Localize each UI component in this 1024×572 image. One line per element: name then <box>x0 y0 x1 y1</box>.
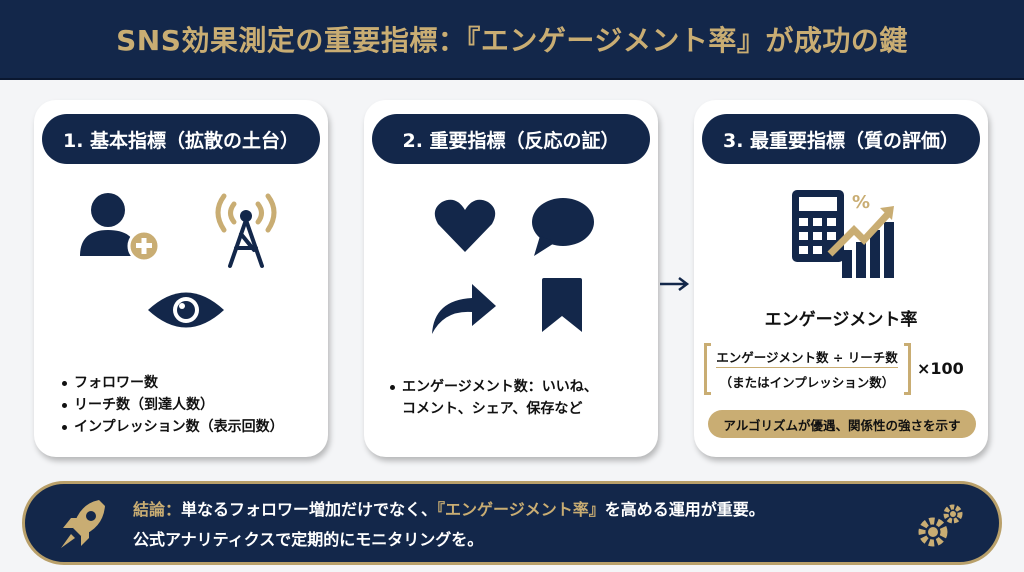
list-item: リーチ数（到達人数） <box>60 394 284 416</box>
card-title: 2. 重要指標（反応の証） <box>372 114 650 164</box>
calculator-growth-icon: % <box>792 190 894 278</box>
card-basic-metrics: 1. 基本指標（拡散の土台） フォロワー数 リーチ数（到達人数） インプレッショ… <box>34 100 328 457</box>
conclusion-label: 結論 <box>133 500 166 519</box>
list-item: インプレッション数（表示回数） <box>60 416 284 438</box>
formula-denominator: （またはインプレッション数） <box>719 375 895 390</box>
engagement-rate-title: エンゲージメント率 <box>764 310 918 330</box>
card-important-metrics: 2. 重要指標（反応の証） エンゲージメント数：いいね、 コメント、シェア、保存… <box>364 100 658 457</box>
heart-icon <box>434 199 496 252</box>
card-title: 1. 基本指標（拡散の土台） <box>42 114 320 164</box>
engagement-rate-formula: エンゲージメント数 ÷ リーチ数 （またはインプレッション数） ×100 <box>704 343 980 395</box>
bracket-right <box>904 343 911 395</box>
card-title: 3. 最重要指標（質の評価） <box>702 114 980 164</box>
gears-icon <box>918 504 963 547</box>
page-title: SNS効果測定の重要指標：『エンゲージメント率』が成功の鍵 <box>116 24 908 57</box>
conclusion-line-2: 公式アナリティクスで定期的にモニタリングを。 <box>133 530 484 549</box>
engagement-list: エンゲージメント数：いいね、 コメント、シェア、保存など <box>388 376 598 420</box>
formula-numerator: エンゲージメント数 ÷ リーチ数 <box>716 350 898 365</box>
share-arrow-icon <box>432 284 496 334</box>
list-item-continued: コメント、シェア、保存など <box>402 401 583 417</box>
conclusion-highlight: 『エンゲージメント率』 <box>437 500 605 519</box>
bookmark-icon <box>542 278 582 332</box>
fraction-line <box>716 367 898 368</box>
page-header: SNS効果測定の重要指標：『エンゲージメント率』が成功の鍵 <box>0 0 1024 80</box>
eye-icon <box>148 292 224 328</box>
broadcast-tower-icon <box>215 193 277 268</box>
user-plus-icon <box>80 193 161 262</box>
conclusion-banner: 結論：単なるフォロワー増加だけでなく、『エンゲージメント率』を高める運用が重要。… <box>22 481 1002 565</box>
rocket-icon <box>61 500 105 548</box>
arrow-right-icon <box>660 277 690 291</box>
card-most-important-metric: 3. 最重要指標（質の評価） % エンゲージメント率 エンゲージメント数 ÷ リ… <box>694 100 988 457</box>
algorithm-tag: アルゴリズムが優遇、関係性の強さを示す <box>708 410 976 438</box>
bracket-left <box>704 343 711 395</box>
svg-text:%: % <box>852 192 870 213</box>
speech-bubble-icon <box>532 198 594 256</box>
conclusion-line-1: 結論：単なるフォロワー増加だけでなく、『エンゲージメント率』を高める運用が重要。 <box>133 500 765 519</box>
basic-metrics-list: フォロワー数 リーチ数（到達人数） インプレッション数（表示回数） <box>60 372 284 438</box>
list-item: フォロワー数 <box>60 372 284 394</box>
formula-multiplier: ×100 <box>917 359 964 378</box>
list-item: エンゲージメント数：いいね、 <box>388 376 598 398</box>
